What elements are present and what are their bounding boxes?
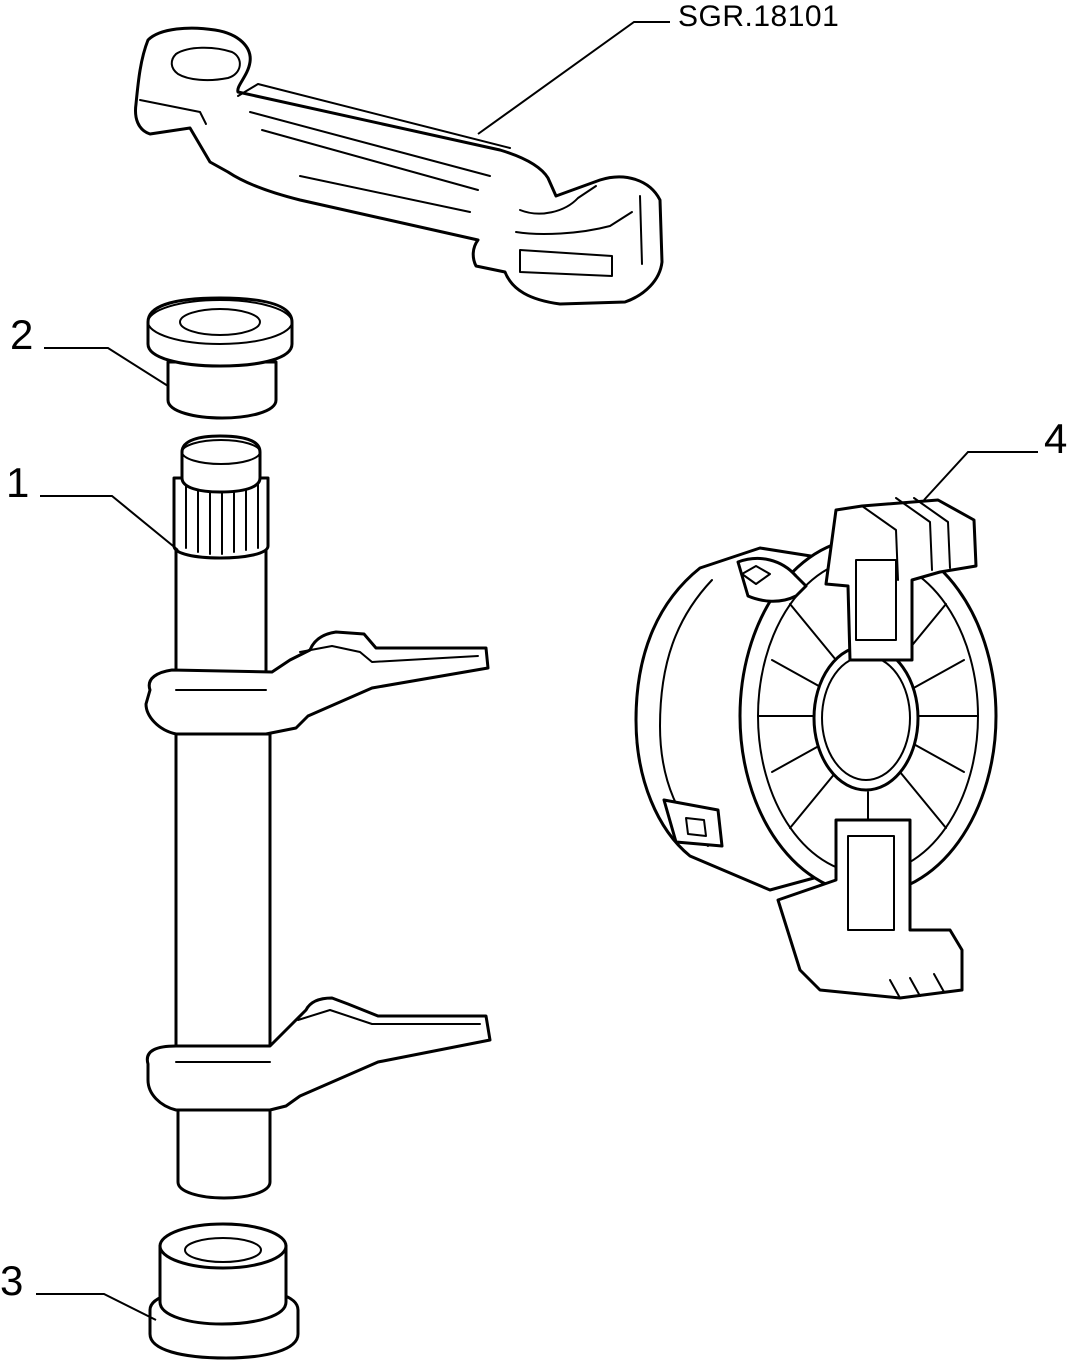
synchronizer-assembly-part bbox=[634, 497, 998, 1000]
callout-label-1: 1 bbox=[6, 459, 30, 506]
callout-label-2: 2 bbox=[10, 311, 34, 358]
shift-lever-part bbox=[134, 26, 664, 306]
leader-line-4 bbox=[923, 451, 1038, 501]
upper-bushing-part bbox=[146, 296, 294, 420]
callout-label-4: 4 bbox=[1044, 415, 1068, 462]
reference-code-label: SGR.18101 bbox=[678, 0, 840, 33]
leader-line-2 bbox=[44, 347, 169, 387]
leader-line-3 bbox=[36, 1293, 157, 1321]
leader-lines bbox=[36, 21, 1038, 1321]
callout-label-3: 3 bbox=[0, 1257, 24, 1304]
leader-line-reference bbox=[477, 21, 670, 135]
leader-line-1 bbox=[40, 495, 179, 551]
shift-shaft-part bbox=[144, 434, 492, 1200]
lower-bushing-part bbox=[148, 1222, 300, 1360]
